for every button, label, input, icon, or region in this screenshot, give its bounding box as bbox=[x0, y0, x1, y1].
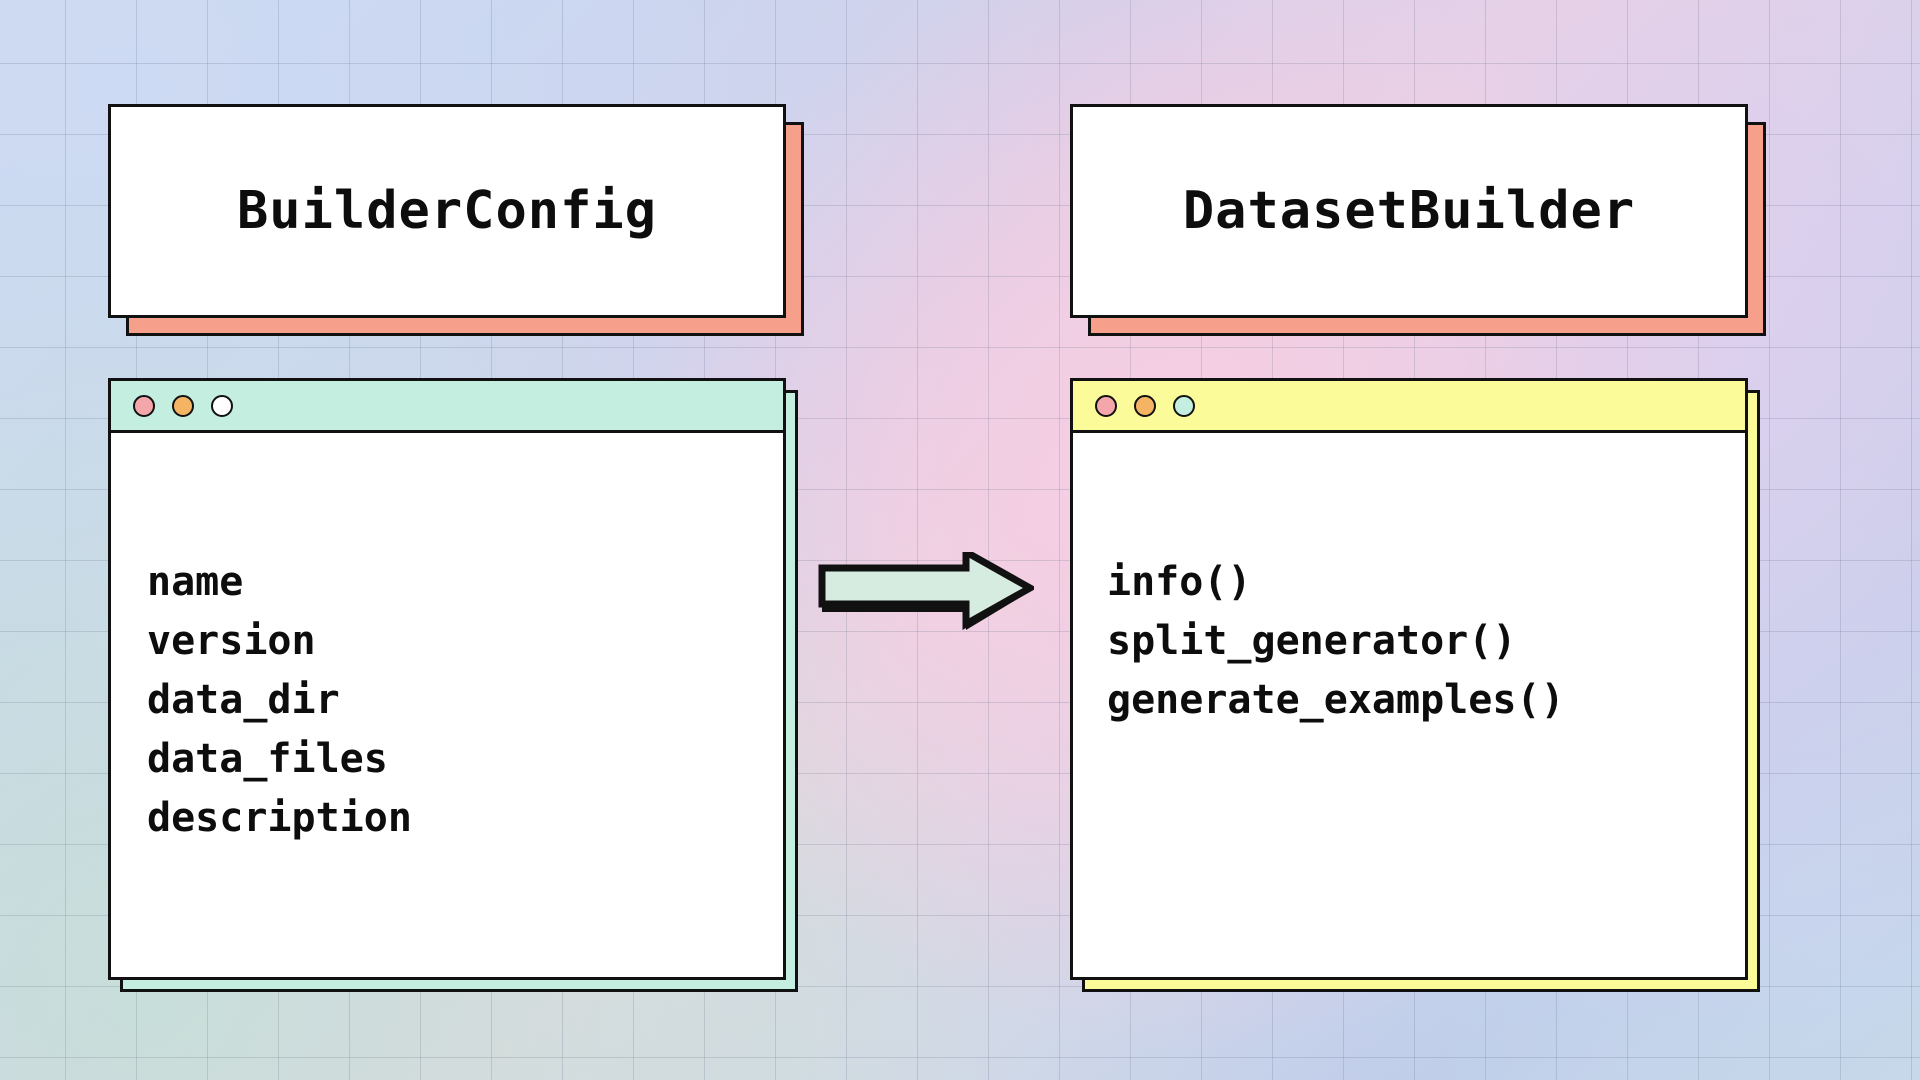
close-dot[interactable] bbox=[133, 394, 155, 417]
maximize-dot[interactable] bbox=[1173, 394, 1195, 417]
arrow-icon bbox=[818, 552, 1034, 630]
list-item: generate_examples() bbox=[1107, 677, 1565, 723]
list-item: data_dir bbox=[147, 677, 340, 723]
list-item: split_generator() bbox=[1107, 618, 1517, 664]
builder-config-title: BuilderConfig bbox=[237, 181, 657, 241]
window-body: info() split_generator() generate_exampl… bbox=[1073, 433, 1745, 977]
window-titlebar[interactable] bbox=[1073, 381, 1745, 433]
close-dot[interactable] bbox=[1095, 394, 1117, 417]
list-item: data_files bbox=[147, 736, 388, 782]
list-item: description bbox=[147, 795, 412, 841]
minimize-dot[interactable] bbox=[172, 394, 194, 417]
dataset-builder-member-list: info() split_generator() generate_exampl… bbox=[1107, 553, 1565, 730]
builder-config-member-list: name version data_dir data_files descrip… bbox=[147, 553, 412, 848]
list-item: version bbox=[147, 618, 316, 664]
dataset-builder-title: DatasetBuilder bbox=[1182, 181, 1636, 241]
title-card-panel[interactable]: BuilderConfig bbox=[108, 104, 786, 318]
maximize-dot[interactable] bbox=[211, 394, 233, 417]
list-item: name bbox=[147, 559, 244, 605]
window-panel[interactable]: name version data_dir data_files descrip… bbox=[108, 378, 786, 980]
title-card-panel[interactable]: DatasetBuilder bbox=[1070, 104, 1748, 318]
window-panel[interactable]: info() split_generator() generate_exampl… bbox=[1070, 378, 1748, 980]
minimize-dot[interactable] bbox=[1134, 394, 1156, 417]
window-titlebar[interactable] bbox=[111, 381, 783, 433]
dataset-builder-title-card: DatasetBuilder bbox=[1070, 104, 1766, 336]
list-item: info() bbox=[1107, 559, 1252, 605]
flow-arrow bbox=[818, 552, 1034, 630]
window-body: name version data_dir data_files descrip… bbox=[111, 433, 783, 977]
dataset-builder-window: info() split_generator() generate_exampl… bbox=[1070, 378, 1760, 992]
builder-config-window: name version data_dir data_files descrip… bbox=[108, 378, 798, 992]
builder-config-title-card: BuilderConfig bbox=[108, 104, 804, 336]
